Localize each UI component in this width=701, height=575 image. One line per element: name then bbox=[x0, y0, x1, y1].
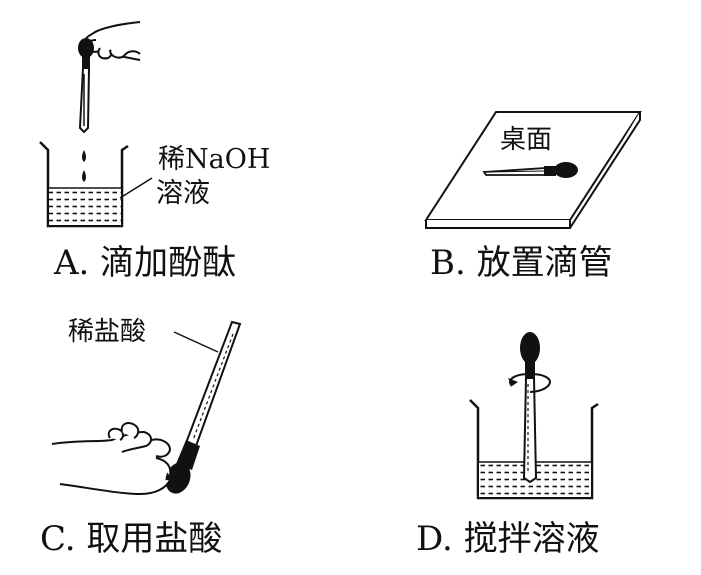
panel-b: 桌面 B. 放置滴管 bbox=[424, 111, 642, 283]
caption-c: C. 取用盐酸 bbox=[40, 519, 222, 559]
label-b-desk: 桌面 bbox=[500, 125, 552, 155]
panel-c: 稀盐酸 C. 取用盐酸 bbox=[40, 317, 242, 559]
dropper-d-icon bbox=[508, 332, 551, 484]
caption-d: D. 搅拌溶液 bbox=[416, 519, 600, 559]
beaker-a-icon bbox=[39, 141, 153, 228]
label-a-naoh: 稀NaOH bbox=[158, 144, 270, 175]
caption-a: A. 滴加酚酞 bbox=[53, 243, 236, 283]
panel-a: 稀NaOH 溶液 A. 滴加酚酞 bbox=[39, 21, 270, 283]
dropper-c-icon bbox=[165, 320, 242, 494]
tabletop-icon bbox=[424, 111, 642, 229]
caption-b: B. 放置滴管 bbox=[430, 243, 613, 283]
panel-d: D. 搅拌溶液 bbox=[416, 332, 600, 559]
dropper-b-icon bbox=[482, 162, 578, 178]
hand-c-icon bbox=[51, 422, 172, 496]
label-a-solution: 溶液 bbox=[156, 178, 210, 209]
dropper-a-icon bbox=[78, 38, 94, 134]
label-c-hcl: 稀盐酸 bbox=[68, 317, 146, 347]
